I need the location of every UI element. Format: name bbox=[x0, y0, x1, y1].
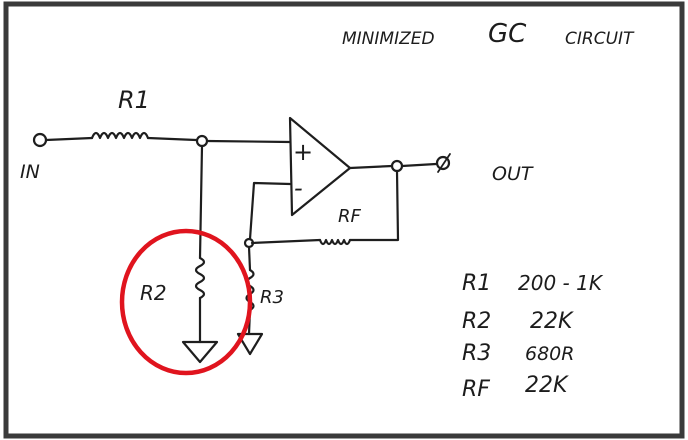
label-r2: R2 bbox=[140, 281, 167, 305]
label-r1: R1 bbox=[118, 86, 150, 114]
wire-minus-input bbox=[248, 181, 292, 241]
op-amp bbox=[288, 116, 352, 217]
label-rf: RF bbox=[338, 206, 362, 227]
wire-r2-top bbox=[198, 144, 204, 260]
part-value-r3: 680R bbox=[525, 343, 574, 365]
label-r3: R3 bbox=[260, 287, 284, 308]
wire-r1-node bbox=[146, 136, 198, 142]
ground-r2 bbox=[181, 340, 219, 364]
wire-feedback-left bbox=[250, 238, 322, 245]
part-name-r1: R1 bbox=[462, 271, 491, 296]
node-junction bbox=[195, 134, 209, 148]
wire-output-terminal bbox=[400, 162, 438, 168]
plus-sign: + bbox=[293, 138, 313, 166]
resistor-r2 bbox=[194, 256, 206, 300]
title-minimized: MINIMIZED bbox=[342, 29, 435, 49]
input-terminal bbox=[32, 132, 48, 148]
wire-output bbox=[348, 164, 394, 170]
resistor-r1 bbox=[90, 131, 150, 140]
wire-feedback-right bbox=[348, 169, 400, 242]
label-in: IN bbox=[20, 161, 40, 183]
wire-r3-top bbox=[247, 245, 252, 272]
resistor-rf bbox=[318, 238, 352, 246]
part-name-r3: R3 bbox=[462, 341, 491, 366]
output-junction bbox=[390, 159, 404, 173]
title-gc: GC bbox=[488, 19, 527, 49]
output-terminal bbox=[435, 155, 451, 171]
part-value-r2: 22K bbox=[530, 309, 574, 334]
parts-list: R1 200 - 1K R2 22K R3 680R RF 22K bbox=[462, 271, 604, 402]
label-out: OUT bbox=[492, 163, 534, 185]
part-value-rf: 22K bbox=[525, 373, 569, 398]
ground-r3 bbox=[236, 332, 264, 356]
part-name-r2: R2 bbox=[462, 309, 491, 334]
wire-plus-input bbox=[205, 139, 292, 144]
title-circuit: CIRCUIT bbox=[565, 29, 635, 49]
part-name-rf: RF bbox=[462, 377, 490, 402]
output-terminal-slash bbox=[437, 153, 451, 173]
highlight-circle bbox=[119, 228, 253, 376]
part-value-r1: 200 - 1K bbox=[518, 271, 604, 295]
wire-in bbox=[44, 136, 94, 142]
minus-sign: - bbox=[294, 174, 303, 202]
page-border bbox=[3, 1, 685, 439]
